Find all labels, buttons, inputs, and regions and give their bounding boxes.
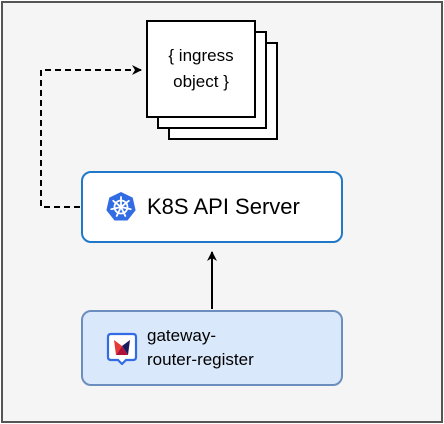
api-to-ingress-dashed-arrow (40, 65, 142, 208)
gateway-router-register-label: gateway- router-register (147, 326, 254, 369)
gateway-router-register-node[interactable]: gateway- router-register (81, 310, 343, 386)
k8s-api-server-node[interactable]: K8S API Server (81, 171, 343, 243)
gateway-router-icon (106, 332, 138, 365)
ingress-object-node[interactable]: { ingress object } (146, 20, 256, 118)
ingress-object-label: { ingress object } (168, 46, 234, 91)
kubernetes-icon (106, 192, 136, 221)
k8s-api-server-label: K8S API Server (147, 194, 300, 219)
